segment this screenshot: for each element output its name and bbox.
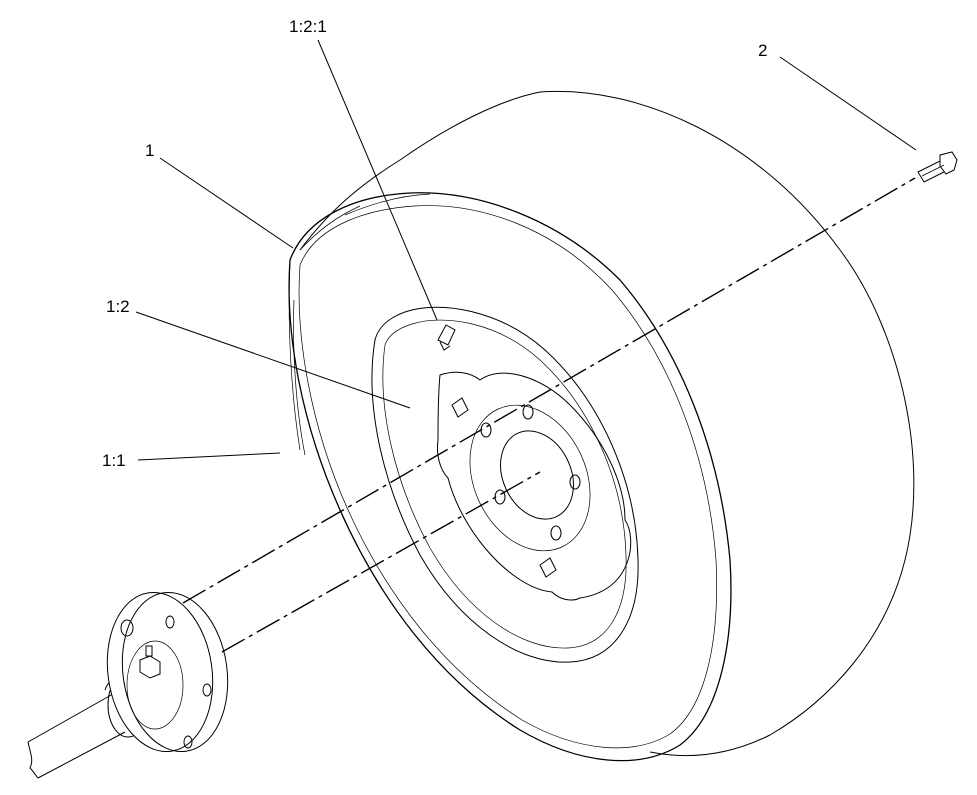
leader-1-1 bbox=[137, 452, 281, 461]
leader-lines bbox=[135, 39, 917, 461]
leader-1-2 bbox=[135, 311, 411, 409]
axle-hub bbox=[27, 591, 229, 779]
callout-label-1-2-1: 1:2:1 bbox=[289, 17, 327, 36]
callout-label-1-2: 1:2 bbox=[106, 297, 130, 316]
valve-stem bbox=[437, 324, 456, 351]
callout-label-1: 1 bbox=[145, 141, 155, 160]
leader-1 bbox=[159, 157, 294, 249]
leader-2 bbox=[779, 56, 917, 151]
leader-1-2-1 bbox=[317, 39, 438, 321]
callout-label-1-1: 1:1 bbox=[102, 451, 126, 470]
lug-bolt bbox=[917, 151, 958, 183]
assembly-centerlines bbox=[182, 177, 916, 653]
wheel-rim bbox=[371, 306, 639, 663]
tire bbox=[288, 90, 915, 762]
callout-label-2: 2 bbox=[758, 41, 768, 60]
